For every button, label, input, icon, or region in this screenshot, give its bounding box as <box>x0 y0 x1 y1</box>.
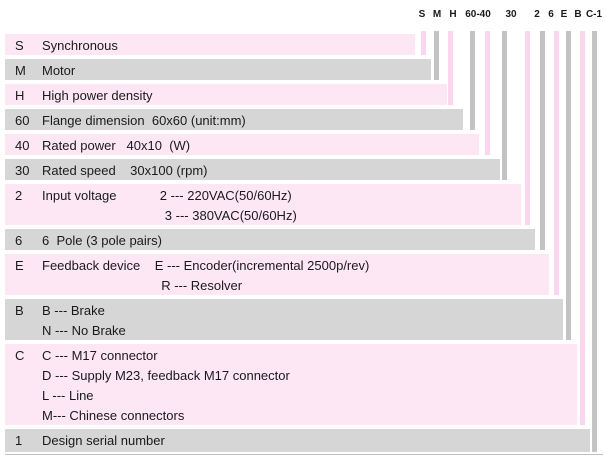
model-code-part: C-1 <box>585 9 603 20</box>
legend-description: Rated power 40x10 (W) <box>42 138 191 153</box>
legend-code: 30 <box>15 163 30 178</box>
model-code-part: B <box>574 9 582 20</box>
legend-code: 1 <box>15 433 23 448</box>
legend-description: Synchronous <box>42 38 118 53</box>
legend-code: 60 <box>15 113 30 128</box>
legend-code: B <box>15 303 24 318</box>
code-connector <box>580 31 585 425</box>
code-connector <box>485 31 490 155</box>
legend-row: M Motor <box>5 59 431 80</box>
legend-row: H High power density <box>5 84 447 105</box>
legend-description: C --- M17 connector <box>42 348 158 363</box>
legend-description: Motor <box>42 63 76 78</box>
legend-description: D --- Supply M23, feedback M17 connector <box>42 368 290 383</box>
legend-row: 6 6 Pole (3 pole pairs) <box>5 229 535 250</box>
legend-row: C C --- M17 connector D --- Supply M23, fe… <box>5 344 577 425</box>
legend-description: Input voltage 2 --- 220VAC(50/60Hz) <box>42 188 292 203</box>
legend-code: 2 <box>15 188 23 203</box>
bottom-divider <box>5 454 603 455</box>
code-connector <box>434 31 439 80</box>
legend-description: 6 Pole (3 pole pairs) <box>42 233 162 248</box>
legend-code: C <box>15 348 25 363</box>
legend-description: Feedback device E --- Encoder(incrementa… <box>42 258 370 273</box>
legend-row: 40 Rated power 40x10 (W) <box>5 134 479 155</box>
legend-description: Design serial number <box>42 433 165 448</box>
legend-description: B --- Brake <box>42 303 105 318</box>
code-connector <box>470 31 475 130</box>
legend-code: 6 <box>15 233 23 248</box>
legend-description: L --- Line <box>42 388 94 403</box>
legend-description: Flange dimension 60x60 (unit:mm) <box>42 113 246 128</box>
legend-code: M <box>15 63 26 78</box>
legend-description: 3 --- 380VAC(50/60Hz) <box>42 208 297 223</box>
code-connector <box>592 31 597 452</box>
legend-description: Rated speed 30x100 (rpm) <box>42 163 208 178</box>
legend-row: 2 Input voltage 2 --- 220VAC(50/60Hz) 3 -… <box>5 184 521 225</box>
code-connector <box>525 31 530 225</box>
legend-row: 30 Rated speed 30x100 (rpm) <box>5 159 500 180</box>
code-connector <box>448 31 453 105</box>
code-connector <box>502 31 507 180</box>
legend-row: 60 Flange dimension 60x60 (unit:mm) <box>5 109 463 130</box>
model-code-part: 30 <box>505 9 517 20</box>
legend-description: N --- No Brake <box>42 323 126 338</box>
model-code-part: E <box>560 9 568 20</box>
legend-row: S Synchronous <box>5 34 415 55</box>
model-code-part: 2 <box>534 9 540 20</box>
legend-description: M--- Chinese connectors <box>42 408 185 423</box>
legend-code: S <box>15 38 24 53</box>
model-code-part: 6 <box>548 9 554 20</box>
model-code-part: H <box>449 9 457 20</box>
legend-description: High power density <box>42 88 153 103</box>
model-code-part: M <box>432 9 442 20</box>
legend-code: 40 <box>15 138 30 153</box>
legend-code: H <box>15 88 25 103</box>
legend-code: E <box>15 258 24 273</box>
model-code-part: 60-40 <box>465 9 491 20</box>
legend-row: E Feedback device E --- Encoder(increment… <box>5 254 549 295</box>
code-connector <box>554 31 559 295</box>
code-connector <box>566 31 571 340</box>
legend-row: B B --- Brake N --- No Brake <box>5 299 563 340</box>
model-code-part: S <box>418 9 426 20</box>
legend-row: 1 Design serial number <box>5 429 590 452</box>
code-connector <box>421 31 426 55</box>
legend-description: R --- Resolver <box>42 278 243 293</box>
code-connector <box>540 31 545 250</box>
